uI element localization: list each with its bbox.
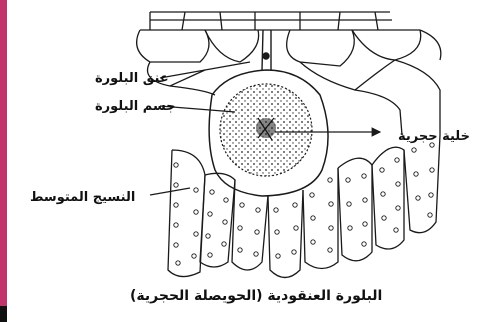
cystolith-body: [220, 84, 312, 176]
label-cystolith-body: جسم البلورة: [95, 100, 176, 113]
label-cystolith-neck: عنق البلورة: [95, 72, 169, 85]
figure-caption: البلورة العنقودية (الحويصلة الحجرية): [130, 289, 382, 303]
cystolith-stalk: [262, 30, 271, 70]
label-stone-cell: خلية حجرية: [398, 130, 470, 143]
label-mesophyll: النسيج المتوسط: [30, 191, 135, 204]
